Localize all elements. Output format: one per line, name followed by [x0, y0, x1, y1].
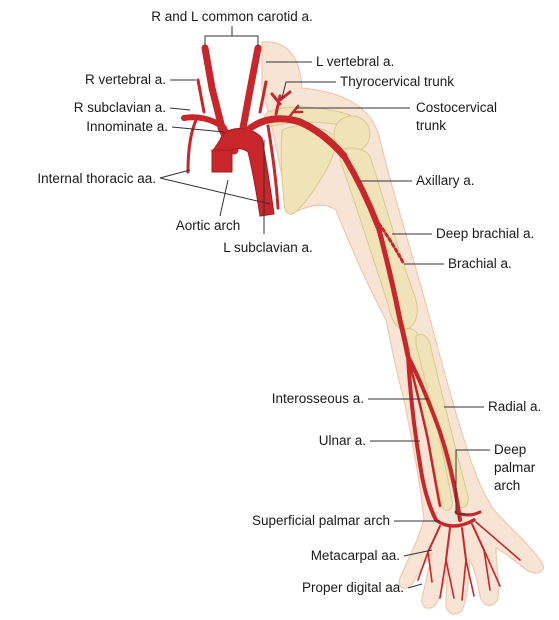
label-superficial-palmar: Superficial palmar arch: [252, 513, 390, 528]
label-metacarpal: Metacarpal aa.: [311, 548, 400, 563]
label-r-subclavian: R subclavian a.: [74, 100, 166, 115]
ascending-aorta: [212, 150, 232, 172]
l-common-carotid-artery: [243, 48, 258, 128]
label-deep-palmar-line2: palmar: [494, 460, 536, 475]
label-innominate: Innominate a.: [86, 119, 168, 134]
label-aortic-arch: Aortic arch: [176, 218, 241, 233]
r-internal-thoracic-artery: [188, 120, 196, 172]
label-brachial: Brachial a.: [448, 256, 512, 271]
label-common-carotid: R and L common carotid a.: [151, 9, 313, 24]
leader-innominate: [172, 127, 224, 132]
label-r-vertebral: R vertebral a.: [85, 72, 166, 87]
label-l-vertebral: L vertebral a.: [316, 54, 394, 69]
label-deep-palmar-line1: Deep: [494, 442, 526, 457]
label-ulnar: Ulnar a.: [319, 433, 366, 448]
label-costocervical-line1: Costocervical: [416, 100, 497, 115]
label-costocervical-line2: trunk: [416, 118, 446, 133]
label-interosseous: Interosseous a.: [272, 391, 364, 406]
carotid-bracket: [205, 26, 258, 46]
label-deep-brachial: Deep brachial a.: [436, 226, 534, 241]
label-internal-thoracic: Internal thoracic aa.: [37, 171, 156, 186]
leader-r-subclavian: [170, 108, 190, 110]
skeleton: [265, 107, 469, 510]
label-proper-digital: Proper digital aa.: [302, 580, 404, 595]
label-l-subclavian: L subclavian a.: [223, 240, 313, 255]
r-common-carotid-artery: [205, 48, 222, 128]
label-thyrocervical-trunk: Thyrocervical trunk: [340, 74, 454, 89]
label-axillary: Axillary a.: [416, 173, 475, 188]
r-vertebral-artery: [198, 80, 204, 112]
leader-aortic-arch: [220, 180, 228, 216]
label-deep-palmar-line3: arch: [494, 478, 520, 493]
label-radial: Radial a.: [488, 399, 541, 414]
